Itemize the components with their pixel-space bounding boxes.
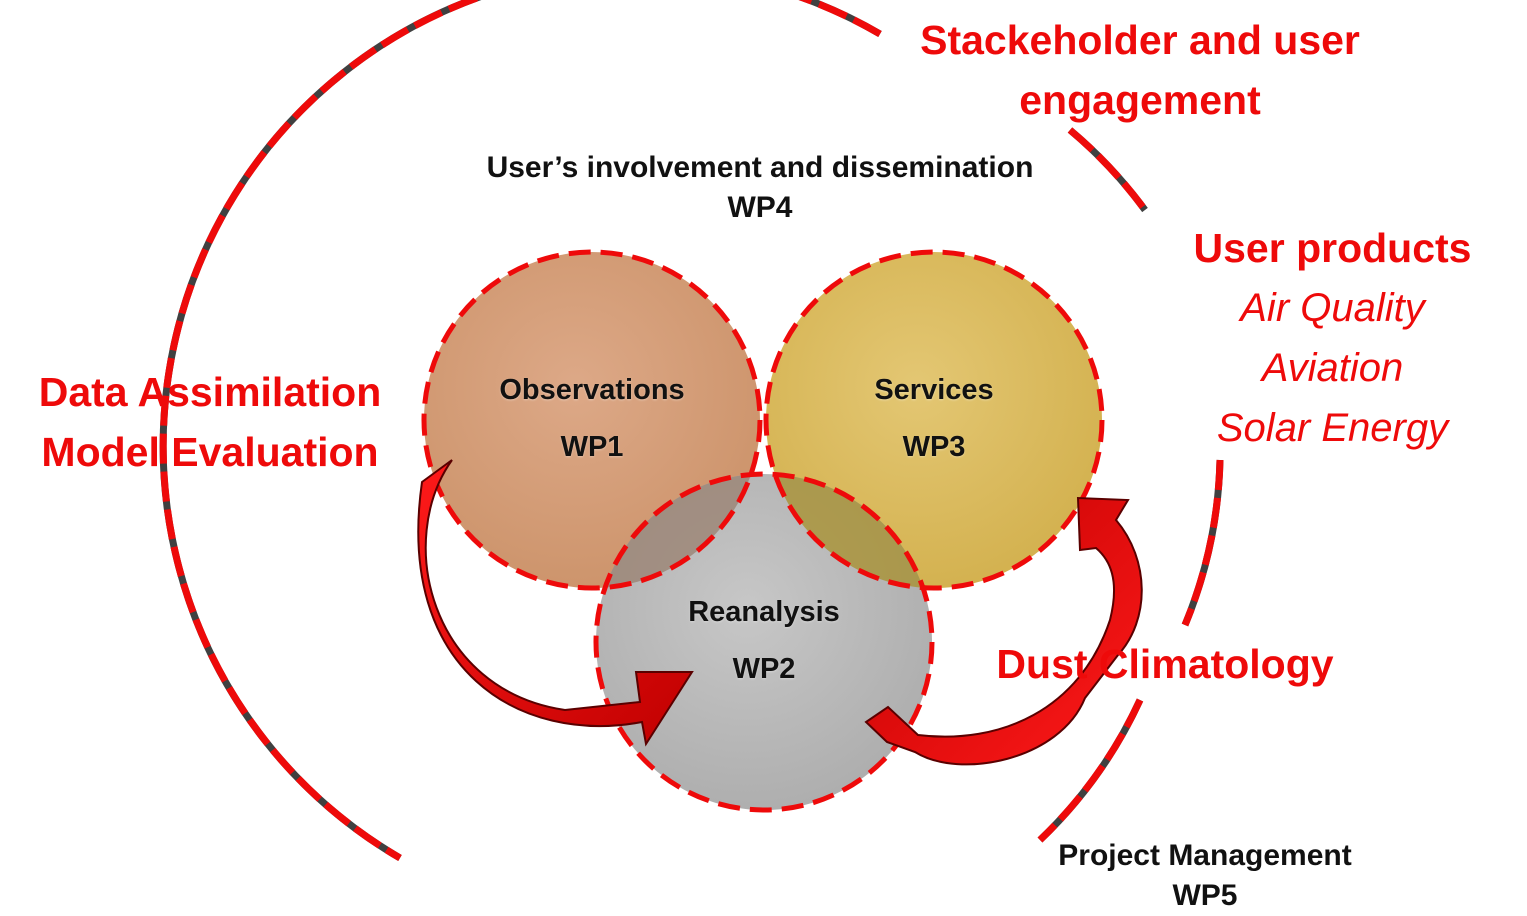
outer-ring-left-arc-dashes: [159, 0, 882, 862]
right-curved-arrow-icon: [864, 496, 1143, 766]
stakeholder-engagement-line-1: Stackeholder and user: [920, 17, 1360, 63]
user-product-air-quality: Air Quality: [1240, 286, 1425, 330]
reanalysis-wp: WP2: [732, 653, 796, 685]
outer-ring-right-arc-dashes: [1181, 459, 1224, 627]
observations-wp: WP1: [560, 431, 624, 463]
outer-ring-lower-right-arc-dashes: [1037, 698, 1144, 843]
wp5-title: Project Management: [1058, 839, 1352, 872]
stakeholder-engagement-line-2: engagement: [1019, 77, 1261, 123]
wp5-code: WP5: [1172, 879, 1238, 912]
observations-title: Observations: [499, 374, 685, 406]
data-assimilation-label: Data Assimilation Model Evaluation: [20, 362, 400, 482]
wp4-code: WP4: [727, 191, 793, 224]
services-wp: WP3: [902, 431, 966, 463]
outer-ring-upper-right-arc-dashes: [1067, 127, 1148, 213]
reanalysis-title: Reanalysis: [688, 596, 840, 628]
model-evaluation-line: Model Evaluation: [41, 429, 379, 475]
observations-circle-outline: [421, 249, 763, 591]
wp4-label: User’s involvement and dissemination WP4: [460, 148, 1060, 228]
overlap-observations-reanalysis: [596, 474, 760, 588]
outer-ring-right-arc: [1181, 459, 1224, 627]
user-products-title: User products: [1193, 225, 1472, 271]
wp5-label: Project Management WP5: [1030, 836, 1380, 916]
left-curved-arrow-icon: [417, 459, 694, 747]
services-circle-outline: [763, 249, 1105, 591]
overlap-services-reanalysis: [766, 474, 932, 588]
reanalysis-label: Reanalysis WP2: [634, 584, 894, 698]
observations-label: Observations WP1: [462, 362, 722, 476]
reanalysis-circle-outline: [593, 471, 935, 813]
data-assimilation-line: Data Assimilation: [38, 369, 382, 415]
user-product-solar-energy: Solar Energy: [1216, 406, 1449, 450]
user-product-aviation: Aviation: [1261, 346, 1404, 390]
user-products-label: User products Air Quality Aviation Solar…: [1180, 218, 1485, 458]
dust-climatology-label: Dust Climatology: [996, 641, 1334, 687]
stakeholder-engagement-label: Stackeholder and user engagement: [905, 10, 1375, 130]
services-label: Services WP3: [804, 362, 1064, 476]
wp4-title: User’s involvement and dissemination: [486, 151, 1034, 184]
services-title: Services: [874, 374, 994, 406]
